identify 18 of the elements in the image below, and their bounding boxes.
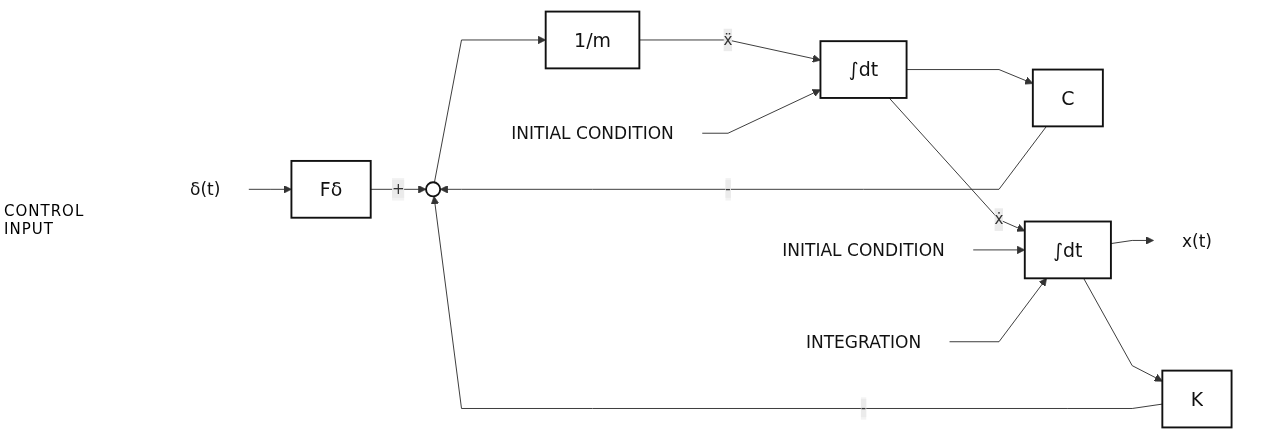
edge-label: + bbox=[392, 179, 405, 198]
edge-label: ẍ bbox=[723, 30, 733, 49]
node-text: INTEGRATION bbox=[805, 331, 922, 352]
node-circle bbox=[425, 181, 442, 198]
node-text: x(t) bbox=[1181, 230, 1212, 251]
node-box: ∫dt bbox=[1023, 220, 1112, 280]
node-text: δ(t) bbox=[190, 179, 221, 200]
note-text: CONTROL INPUT bbox=[4, 201, 86, 238]
edge-label: - bbox=[725, 179, 731, 198]
node-box: C bbox=[1031, 68, 1104, 128]
edge-label: - bbox=[860, 399, 867, 418]
edge-label: ẋ bbox=[994, 210, 1004, 229]
node-box: ∫dt bbox=[819, 40, 908, 99]
node-box: Fδ bbox=[290, 159, 372, 219]
node-box: K bbox=[1161, 369, 1233, 429]
node-text: INITIAL CONDITION bbox=[511, 123, 674, 144]
node-text: INITIAL CONDITION bbox=[782, 239, 945, 260]
node-box: 1/m bbox=[544, 10, 641, 70]
